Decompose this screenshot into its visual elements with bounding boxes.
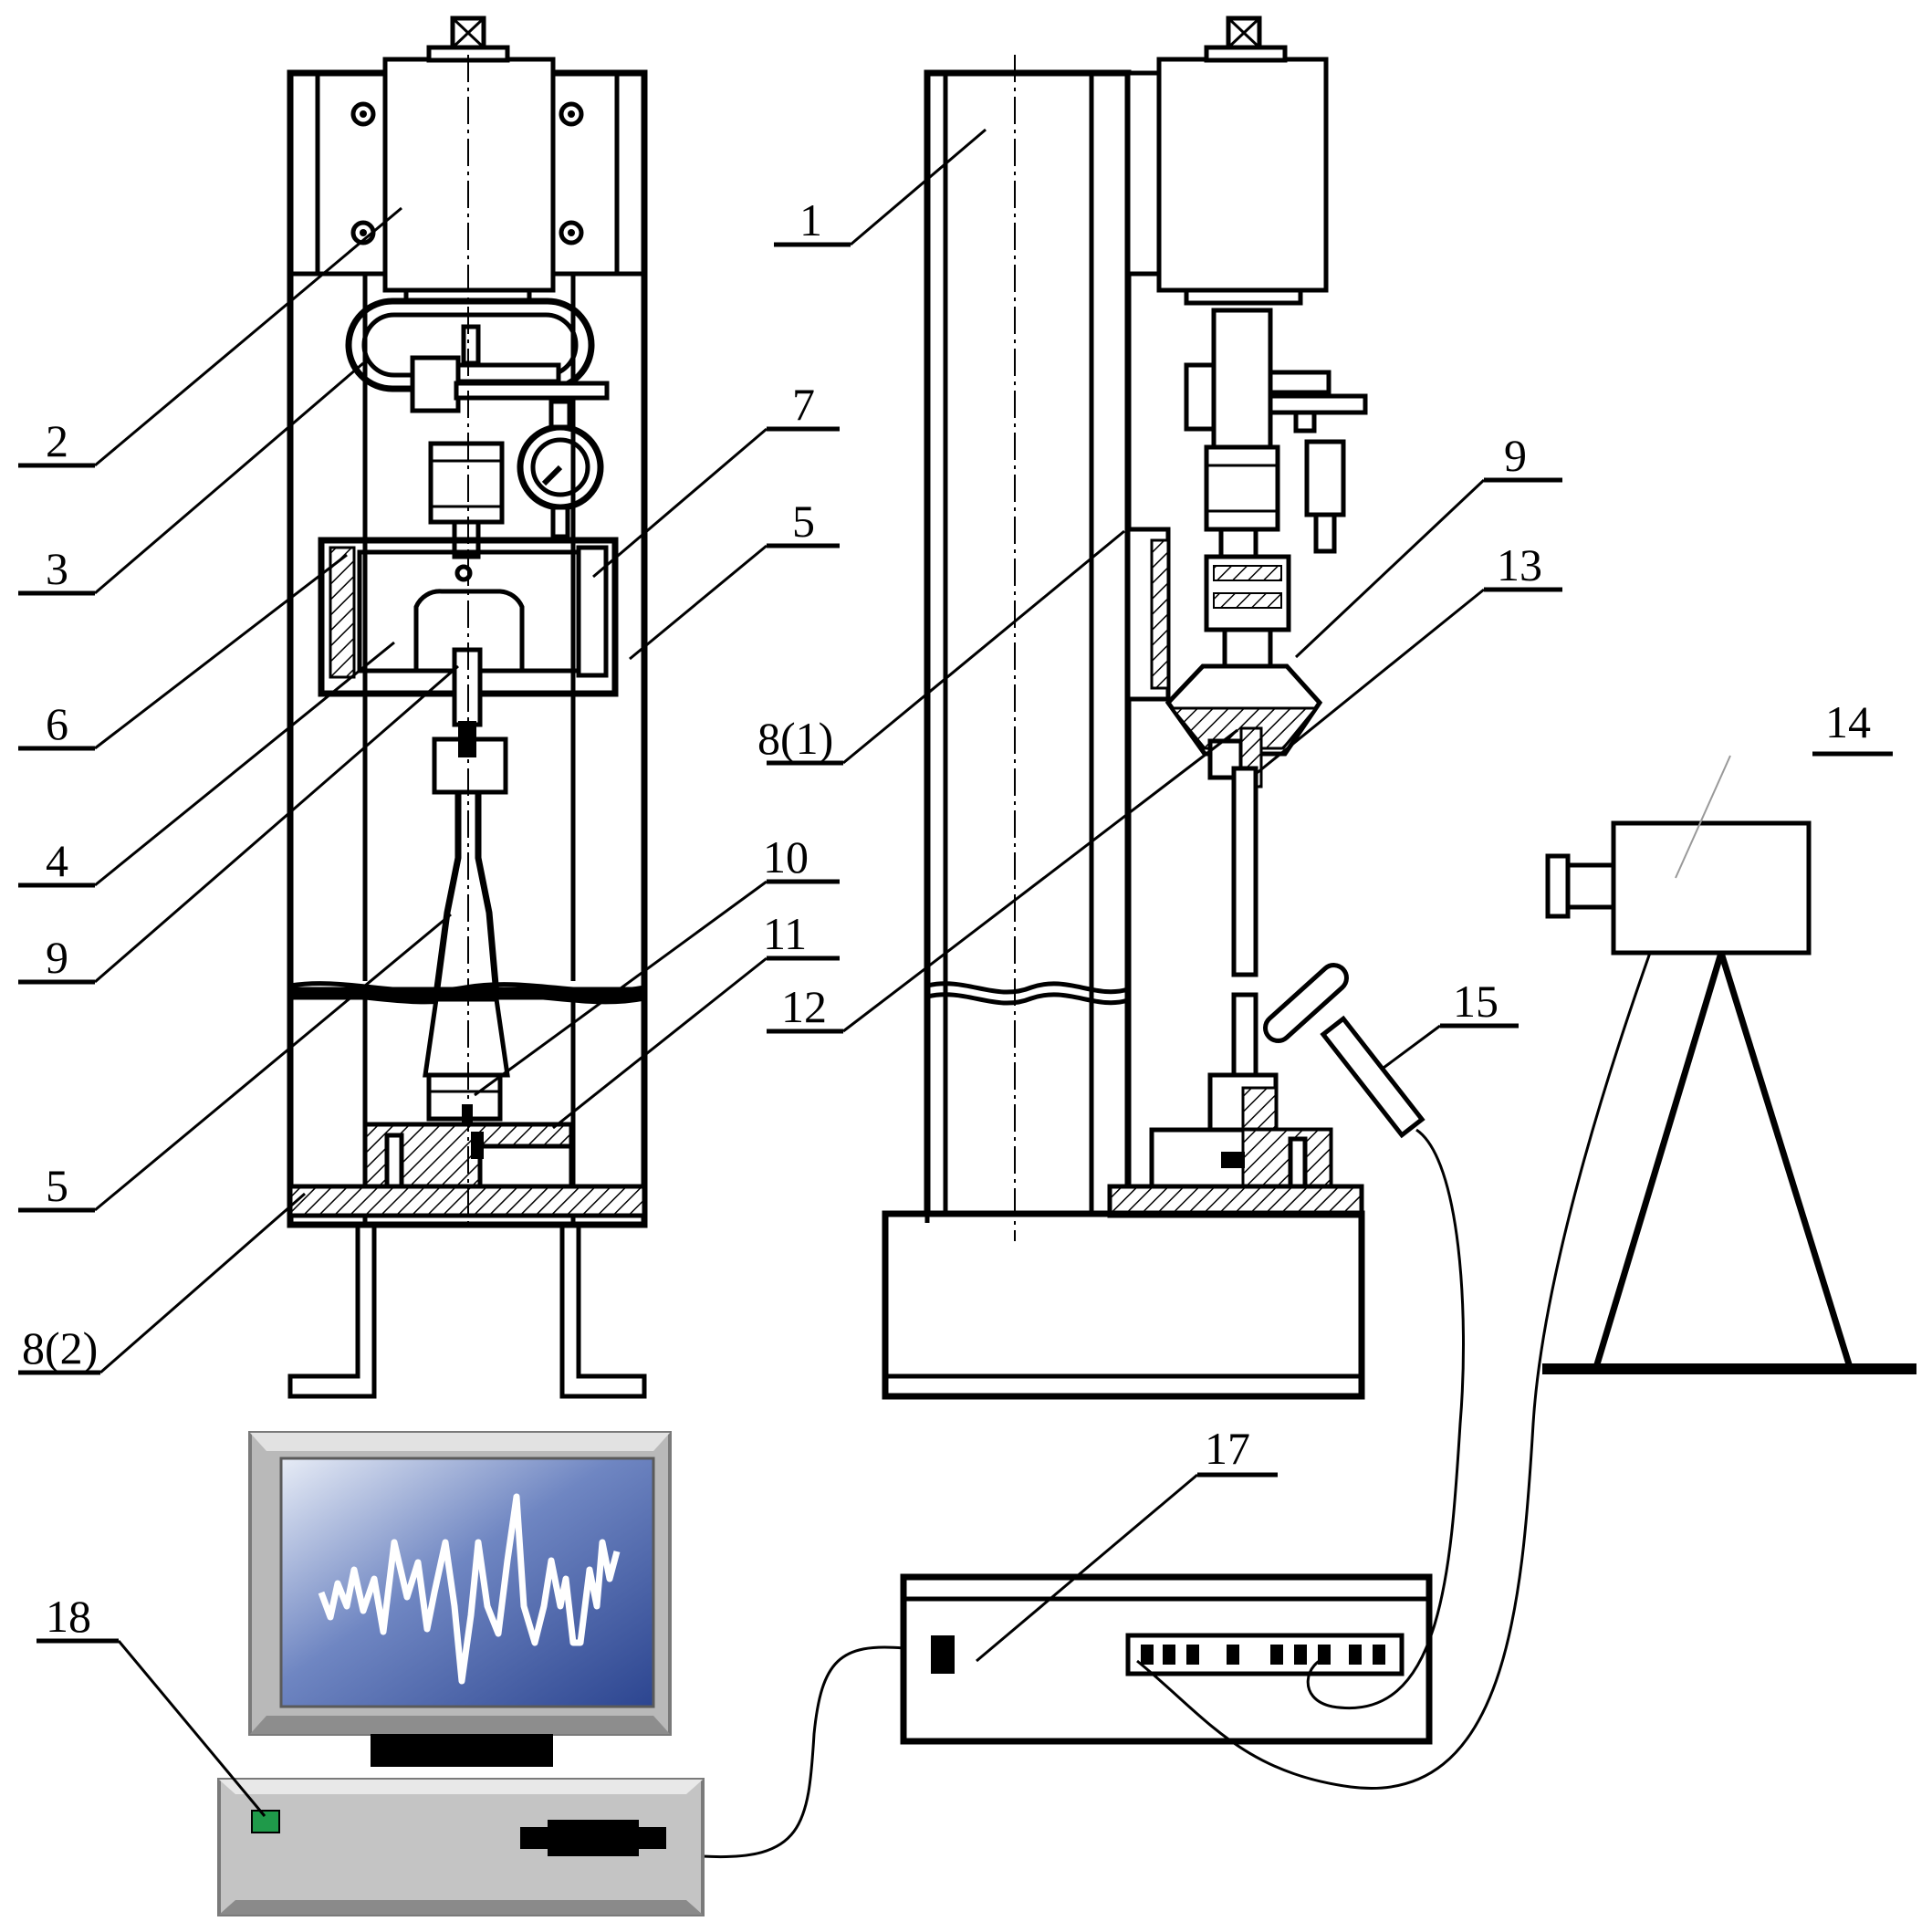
right-leg — [559, 1225, 647, 1399]
label-6: 6 — [46, 698, 68, 749]
thermal-camera — [1611, 820, 1812, 956]
label-11: 11 — [763, 908, 807, 959]
label-3: 3 — [46, 543, 68, 594]
camera-cable — [1136, 952, 1652, 1790]
specimen-left — [433, 792, 462, 996]
label-18: 18 — [46, 1591, 91, 1642]
column — [924, 69, 1132, 1217]
label-1: 1 — [799, 194, 822, 245]
label-8-2: 8(2) — [22, 1322, 98, 1373]
side-view-machine — [882, 16, 1368, 1400]
channel-ports — [1141, 1645, 1385, 1665]
camera-tripod — [1542, 755, 1916, 1374]
front-view-machine — [287, 16, 648, 1399]
lower-grip — [423, 997, 510, 1078]
label-5-left: 5 — [46, 1160, 68, 1211]
label-8-1: 8(1) — [757, 713, 833, 764]
monitor-stand — [371, 1734, 553, 1767]
side-base — [882, 1210, 1365, 1400]
label-13: 13 — [1497, 539, 1542, 590]
left-leg — [287, 1225, 377, 1399]
infrared-probe — [1263, 963, 1426, 1139]
probe-cable — [1306, 1128, 1465, 1710]
label-17: 17 — [1205, 1423, 1250, 1474]
computer — [217, 1431, 705, 1916]
label-15: 15 — [1453, 976, 1499, 1027]
label-14: 14 — [1825, 696, 1871, 747]
waveform-plot — [318, 1493, 621, 1685]
label-7: 7 — [792, 379, 815, 430]
label-5-right: 5 — [792, 496, 815, 547]
part-labels: 2 3 6 4 9 5 8(2) 7 5 10 11 1 8(1) 12 9 1… — [22, 194, 1871, 1642]
cables — [702, 952, 1652, 1859]
side-specimen — [1231, 766, 1258, 977]
data-logger — [900, 1573, 1433, 1745]
label-9-left: 9 — [46, 932, 68, 983]
leader-lines — [18, 128, 1893, 1817]
computer-cable — [702, 1645, 904, 1859]
label-10: 10 — [763, 831, 809, 882]
power-indicator — [251, 1810, 280, 1833]
label-12: 12 — [781, 981, 827, 1032]
label-4: 4 — [46, 835, 68, 886]
side-motor-block — [1156, 57, 1329, 293]
label-2: 2 — [46, 415, 68, 466]
label-9-right: 9 — [1504, 430, 1527, 481]
